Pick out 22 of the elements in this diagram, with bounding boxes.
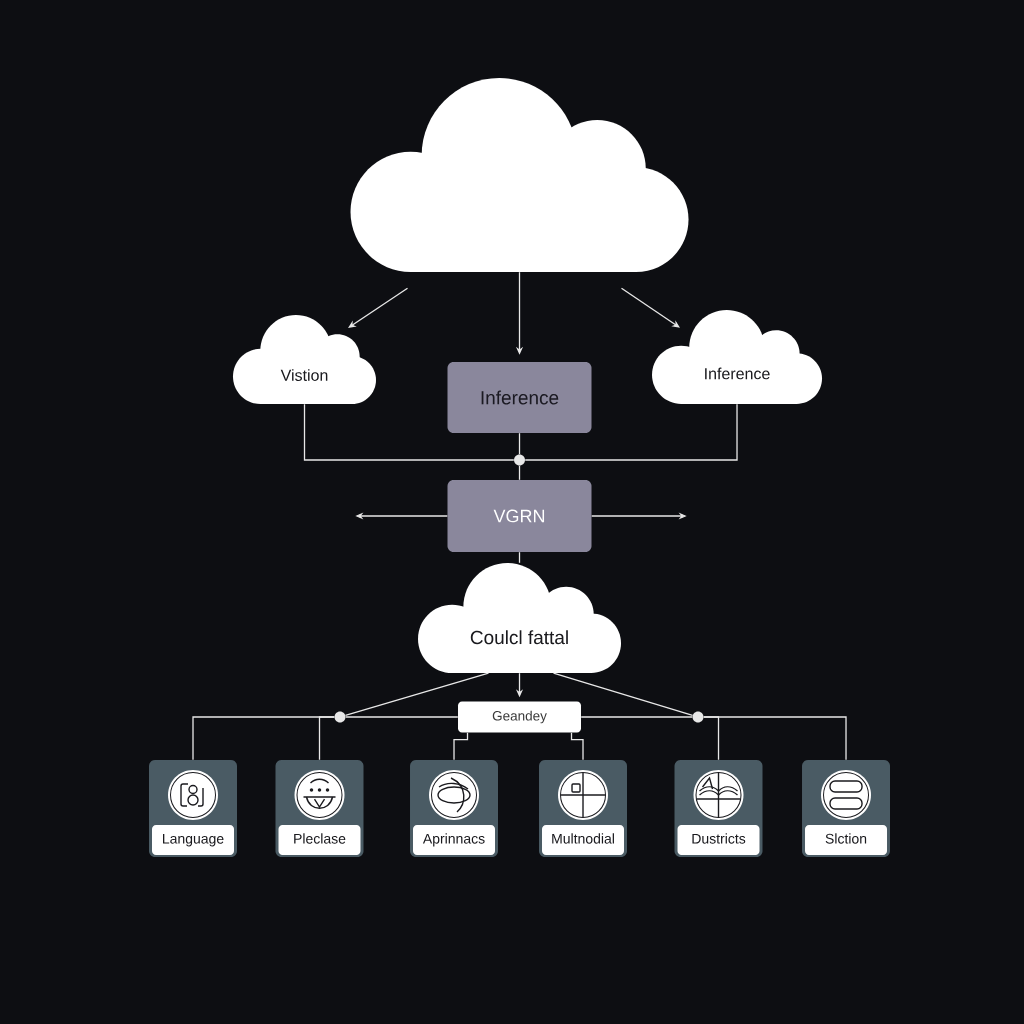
arrow (348, 287, 409, 328)
arrow (620, 287, 680, 328)
connector-line (518, 432, 521, 455)
connector-line (303, 403, 515, 461)
connector-line (703, 716, 847, 761)
connector-line (570, 732, 584, 761)
connector-line (552, 672, 694, 716)
connector-line (318, 716, 335, 761)
cloud (350, 78, 689, 272)
connector-line (518, 551, 521, 564)
cloud: Inference (652, 310, 822, 404)
connector-line (453, 732, 469, 761)
process-box: VGRN (447, 480, 592, 552)
connector-line (344, 672, 490, 717)
label-box: Geandey (458, 701, 581, 733)
cloud: Coulcl fattal (418, 563, 621, 673)
connector-line (345, 716, 459, 718)
connector-line (524, 403, 738, 461)
connector-line (580, 716, 693, 718)
cloud: Vistion (233, 315, 376, 404)
connector-line (518, 465, 521, 481)
process-box: Inference (447, 362, 592, 433)
